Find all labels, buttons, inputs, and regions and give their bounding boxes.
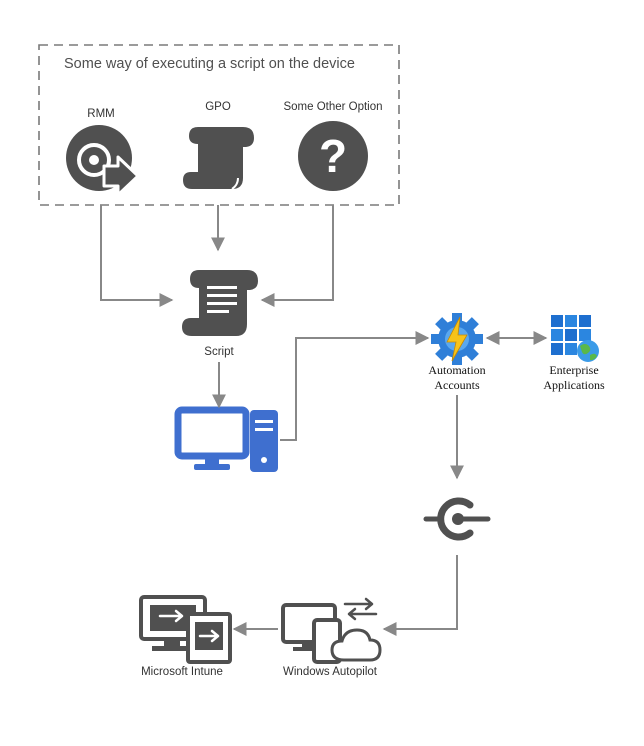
question-mark-icon: ?	[298, 121, 368, 191]
other-option-label: Some Other Option	[283, 101, 382, 113]
intune-node: Microsoft Intune	[139, 595, 232, 678]
automation-label-line2: Accounts	[434, 378, 480, 392]
arrow-other-to-script	[260, 205, 334, 307]
autopilot-label: Windows Autopilot	[283, 666, 378, 678]
script-execution-group: Some way of executing a script on the de…	[38, 44, 400, 206]
intune-label: Microsoft Intune	[141, 666, 223, 678]
automation-label-line1: Automation	[428, 363, 485, 377]
svg-text:?: ?	[319, 130, 347, 182]
gpo-node: GPO	[183, 101, 254, 190]
automation-gear-bolt-icon	[431, 313, 483, 365]
enterprise-applications-node: Enterprise Applications	[543, 315, 605, 392]
gpo-label: GPO	[205, 101, 231, 113]
api-connector-icon	[423, 497, 491, 541]
enterprise-apps-grid-globe-icon	[551, 315, 599, 362]
other-option-node: Some Other Option ?	[283, 101, 383, 191]
intune-monitor-icon	[139, 595, 232, 664]
rmm-disc-arrow-icon	[66, 125, 140, 197]
device-node	[174, 406, 278, 472]
script-label: Script	[204, 346, 234, 358]
desktop-computer-icon	[174, 406, 278, 472]
script-node: Script	[182, 270, 258, 358]
windows-autopilot-devices-icon	[281, 597, 382, 664]
rmm-node: RMM	[66, 108, 140, 197]
connectors	[100, 205, 548, 636]
enterprise-label-line2: Applications	[543, 378, 605, 392]
autopilot-node: Windows Autopilot	[281, 597, 382, 678]
group-dashed-border	[38, 44, 400, 206]
script-scroll-icon	[182, 270, 258, 336]
arrow-device-to-automation	[280, 331, 430, 441]
arrow-rmm-to-script	[100, 205, 174, 307]
connector-node	[423, 497, 491, 541]
group-title: Some way of executing a script on the de…	[64, 56, 355, 72]
automation-accounts-node: Automation Accounts	[428, 313, 486, 392]
enterprise-label-line1: Enterprise	[549, 363, 598, 377]
rmm-label: RMM	[87, 108, 114, 120]
arrow-connector-to-autopilot	[382, 555, 458, 636]
scroll-icon	[183, 127, 254, 190]
